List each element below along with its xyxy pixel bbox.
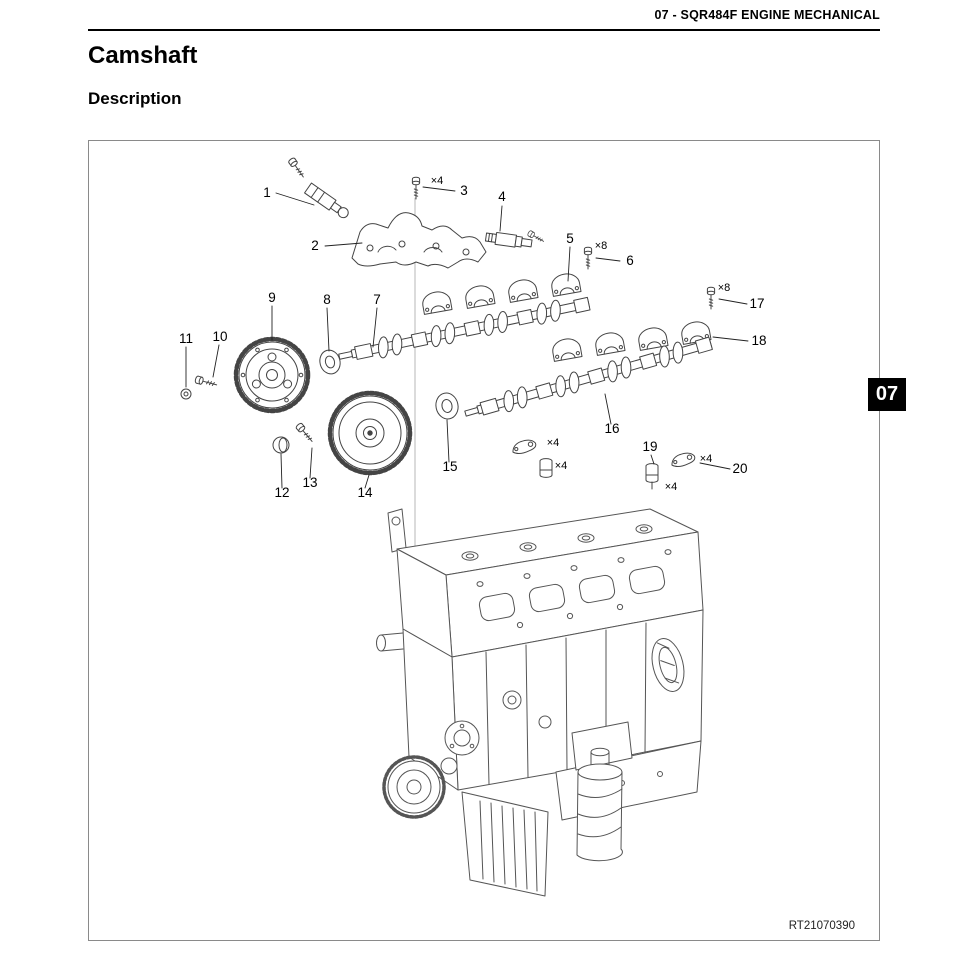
callout-3: 3: [460, 183, 468, 198]
lifter-right: [645, 463, 659, 490]
section-subtitle: Description: [88, 89, 182, 108]
bolt-13: [294, 421, 316, 445]
leader-lines: [185, 186, 749, 489]
bolt-17: [706, 286, 716, 310]
camshaft-bearing-bracket: [351, 212, 487, 269]
washer-11: [180, 388, 192, 400]
callout-7: 7: [373, 292, 381, 307]
camshaft-sprocket: [327, 390, 413, 476]
callout-20: 20: [732, 461, 747, 476]
callout-15: 15: [442, 459, 457, 474]
multiplier-bolt-3: ×4: [431, 175, 444, 187]
rocker-arm-left: [510, 437, 538, 456]
vvt-sprocket: [233, 336, 311, 414]
callout-16: 16: [604, 421, 619, 436]
multiplier-bolt-6: ×8: [595, 240, 608, 252]
bolt-6: [583, 246, 593, 270]
intake-camshaft: [461, 331, 715, 425]
callout-1: 1: [263, 185, 271, 200]
multiplier-lifter-left: ×4: [555, 460, 568, 472]
oil-control-valve: [287, 156, 349, 219]
crank-sprocket: [382, 755, 446, 819]
bearing-caps-row-intake: [550, 319, 712, 362]
multiplier-rocker-left: ×4: [547, 437, 560, 449]
callout-11: 11: [179, 331, 193, 346]
cup-plug-12: [272, 436, 290, 454]
page-title: Camshaft: [88, 42, 198, 69]
callout-18: 18: [751, 333, 766, 348]
multiplier-lifter-right: ×4: [665, 481, 678, 493]
lifter-left: [539, 458, 553, 478]
header-rule: [88, 29, 880, 31]
page-header: 07 - SQR484F ENGINE MECHANICAL: [654, 8, 880, 22]
callout-13: 13: [302, 475, 317, 490]
engine-block: [376, 508, 704, 897]
rocker-arm-right: [669, 450, 697, 469]
multiplier-rocker-right: ×4: [700, 453, 713, 465]
callout-2: 2: [311, 238, 319, 253]
figure-code: RT21070390: [789, 920, 855, 932]
multiplier-bolt-17: ×8: [718, 282, 731, 294]
seal-ring-15: [435, 392, 459, 420]
callout-8: 8: [323, 292, 331, 307]
callout-4: 4: [498, 189, 506, 204]
bolt-3: [411, 176, 421, 200]
callout-5: 5: [566, 231, 574, 246]
camshaft-position-sensor: [484, 229, 546, 248]
bolt-10: [194, 375, 219, 389]
callout-17: 17: [749, 296, 764, 311]
chapter-tab: 07: [868, 378, 906, 411]
callout-14: 14: [357, 485, 373, 500]
seal-ring-8: [319, 349, 341, 375]
callout-12: 12: [274, 485, 289, 500]
callout-19: 19: [642, 439, 657, 454]
callout-6: 6: [626, 253, 634, 268]
callout-10: 10: [212, 329, 227, 344]
callout-9: 9: [268, 290, 276, 305]
